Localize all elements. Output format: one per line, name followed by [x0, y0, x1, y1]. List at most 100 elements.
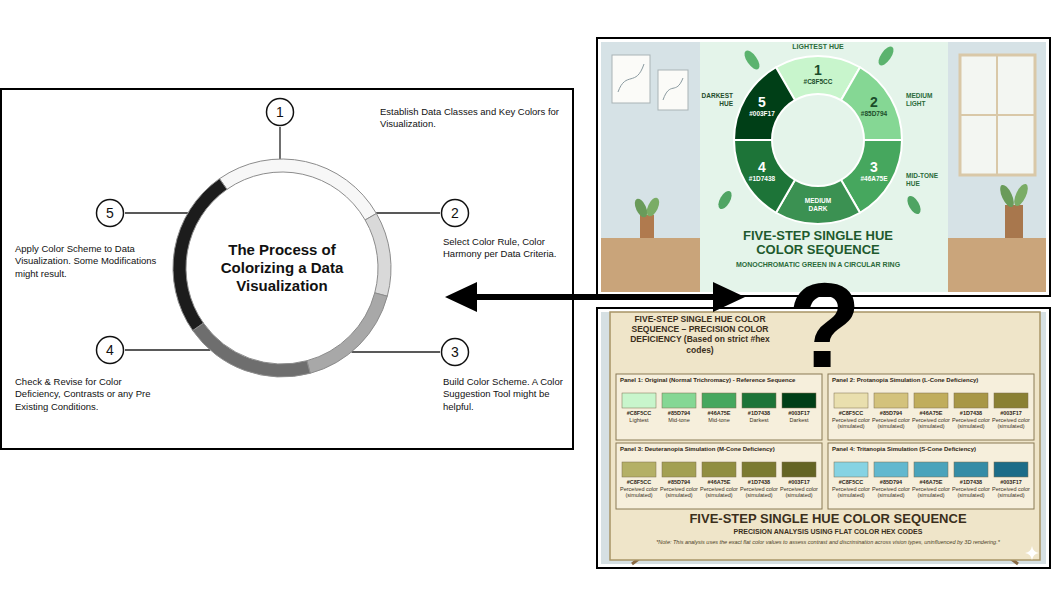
swatch-caption: Perceived color (simulated): [952, 486, 990, 499]
image-frame: [597, 38, 1050, 296]
color-swatch: [702, 462, 736, 477]
ring-segment: [365, 214, 391, 297]
step-number: 2: [440, 198, 470, 228]
hex-code: #C8F5CC: [620, 479, 658, 486]
plant-leaf: [632, 197, 650, 219]
room-wall: [601, 42, 1046, 292]
step-number-text: 3: [451, 345, 459, 359]
step-number-text: 5: [106, 206, 114, 220]
poster-title: FIVE-STEP SINGLE HUE COLOR SEQUENCE: [718, 229, 918, 258]
swatch-caption: Darkest: [780, 417, 818, 423]
number-circle: [267, 99, 294, 126]
hex-code: #1D7438: [952, 410, 990, 417]
panel-header: Panel 1: Original (Normal Trichromacy) -…: [620, 377, 818, 384]
number-circle: [97, 337, 124, 364]
color-swatch: [914, 462, 948, 477]
sketch-line: [663, 78, 683, 100]
swatch-caption: Perceived color (simulated): [740, 486, 778, 499]
desk: [948, 238, 1046, 292]
hex-code: #46A75E: [700, 479, 738, 486]
poster-title: FIVE-STEP SINGLE HUE COLOR SEQUENCE: [628, 512, 1028, 527]
leader-line: [351, 351, 440, 352]
poster-subtitle: MONOCHROMATIC GREEN IN A CIRCULAR RING: [718, 261, 918, 269]
leaf: [905, 194, 924, 216]
panel-header: Panel 2: Protanopia Simulation (L-Cone D…: [832, 377, 1030, 384]
sketch-line: [618, 64, 644, 92]
number-circle: [442, 200, 469, 227]
hex-code: #C8F5CC: [832, 479, 870, 486]
swatch-caption: Perceived color (simulated): [700, 486, 738, 499]
color-swatch: [874, 462, 908, 477]
leaf: [716, 189, 735, 211]
sparkle-mark: [1025, 546, 1039, 560]
color-swatch: [622, 393, 656, 408]
color-swatch: [702, 393, 736, 408]
step-number-text: 1: [276, 105, 284, 119]
leaf: [876, 44, 897, 68]
poster-title: FIVE-STEP SINGLE HUE COLOR SEQUENCE – PR…: [616, 314, 784, 355]
sim-panel: [616, 443, 822, 509]
hex-code: #1D7438: [740, 479, 778, 486]
hex-code: #003F17: [780, 479, 818, 486]
hex-code: #1D7438: [952, 479, 990, 486]
swatch-caption: Perceived color (simulated): [912, 417, 950, 430]
swatch-caption: Perceived color (simulated): [872, 486, 910, 499]
segment-number: 2: [859, 95, 889, 110]
hue-label: MEDIUM LIGHT: [906, 92, 948, 108]
ring-segment: [219, 159, 376, 220]
hex-code: #C8F5CC: [620, 410, 658, 417]
footnote: *Note: This analysis uses the exact flat…: [628, 539, 1028, 546]
color-swatch: [782, 393, 816, 408]
window-bars: [960, 55, 1035, 175]
swatch-caption: Perceived color (simulated): [780, 486, 818, 499]
ring-segment: [193, 323, 310, 377]
sim-panel: [828, 374, 1034, 440]
hue-segment: [841, 67, 902, 140]
step-number-text: 2: [451, 206, 459, 220]
color-swatch: [874, 393, 908, 408]
step-number: 3: [440, 337, 470, 367]
swatch-caption: Perceived color (simulated): [992, 417, 1030, 430]
step-number-text: 4: [106, 343, 114, 357]
sim-panel: [616, 374, 822, 440]
color-swatch: [742, 393, 776, 408]
segment-number: 4: [747, 160, 777, 175]
process-ring: The Process of Colorizing a Data Visuali…: [172, 158, 392, 378]
color-swatch: [994, 462, 1028, 477]
panel-header: Panel 4: Tritanopia Simulation (S-Cone D…: [832, 446, 1030, 453]
desk: [601, 238, 700, 292]
step-description: Select Color Rule, Color Harmony per Dat…: [443, 236, 568, 261]
hex-code: #1D7438: [740, 410, 778, 417]
plant-leaf: [1011, 182, 1030, 208]
swatch-caption: Perceived color (simulated): [992, 486, 1030, 499]
swatch-caption: Perceived color (simulated): [832, 417, 870, 430]
question-mark: ?: [788, 280, 861, 370]
hex-code: #85D794: [872, 479, 910, 486]
segment-number: 3: [859, 160, 889, 175]
ring-segment: [307, 293, 387, 373]
color-swatch: [662, 393, 696, 408]
sketch-frame: [658, 70, 688, 110]
hex-code: #C8F5CC: [793, 78, 843, 86]
step-number: 5: [95, 198, 125, 228]
ring-segment: [173, 179, 227, 331]
hex-code: #46A75E: [700, 410, 738, 417]
plant-pot: [1005, 205, 1023, 238]
swatch-caption: Perceived color (simulated): [832, 486, 870, 499]
leader-line: [125, 349, 210, 350]
step-number: 4: [95, 335, 125, 365]
step-description: Establish Data Classes and Key Colors fo…: [380, 106, 565, 131]
leader-line: [125, 212, 188, 213]
plant-leaf: [644, 196, 662, 218]
hex-code: #C8F5CC: [832, 410, 870, 417]
hex-code: #003F17: [737, 110, 787, 118]
step-number: 1: [265, 97, 295, 127]
swatch-caption: Mid-tone: [700, 417, 738, 423]
process-frame: [1, 89, 573, 449]
leader-line: [376, 212, 440, 213]
swatch-caption: Lightest: [620, 417, 658, 423]
hex-code: #46A75E: [912, 479, 950, 486]
swatch-caption: Perceived color (simulated): [620, 486, 658, 499]
